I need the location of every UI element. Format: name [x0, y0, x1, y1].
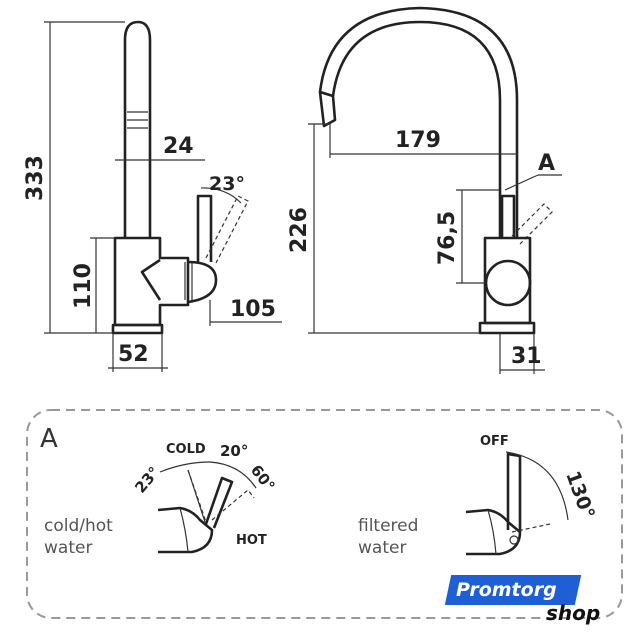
- angle-23-cold-hot: 23°: [131, 463, 163, 496]
- dim-333: 333: [23, 155, 48, 201]
- detail-frame: [26, 409, 623, 619]
- cold-hot-line2: water: [44, 538, 92, 558]
- cold-hot-line1: cold/hot: [44, 516, 113, 536]
- detail-title: A: [40, 424, 58, 454]
- dim-105: 105: [230, 297, 276, 322]
- label-hot: HOT: [236, 533, 267, 548]
- angle-23: 23°: [209, 173, 245, 195]
- promtorg-logo: Promtorg shop: [444, 575, 630, 631]
- dim-31: 31: [511, 344, 542, 369]
- dim-24: 24: [163, 134, 194, 159]
- label-a: A: [538, 151, 555, 176]
- logo-bottom-text: shop: [546, 601, 601, 625]
- right-front-view: 179 A 226 76,5 31: [287, 6, 562, 374]
- angle-60: 60°: [247, 461, 279, 494]
- dim-179: 179: [395, 128, 441, 153]
- left-side-view: 333 24 23° 110 105 52: [23, 20, 282, 372]
- angle-20: 20°: [220, 442, 248, 460]
- dim-76-5: 76,5: [435, 211, 460, 265]
- dim-226: 226: [287, 207, 312, 253]
- filtered-line1: filtered: [358, 516, 418, 536]
- label-cold: COLD: [166, 442, 206, 457]
- label-off: OFF: [480, 434, 509, 449]
- filtered-line2: water: [358, 538, 406, 558]
- dim-52: 52: [118, 342, 149, 367]
- dim-110: 110: [71, 263, 96, 309]
